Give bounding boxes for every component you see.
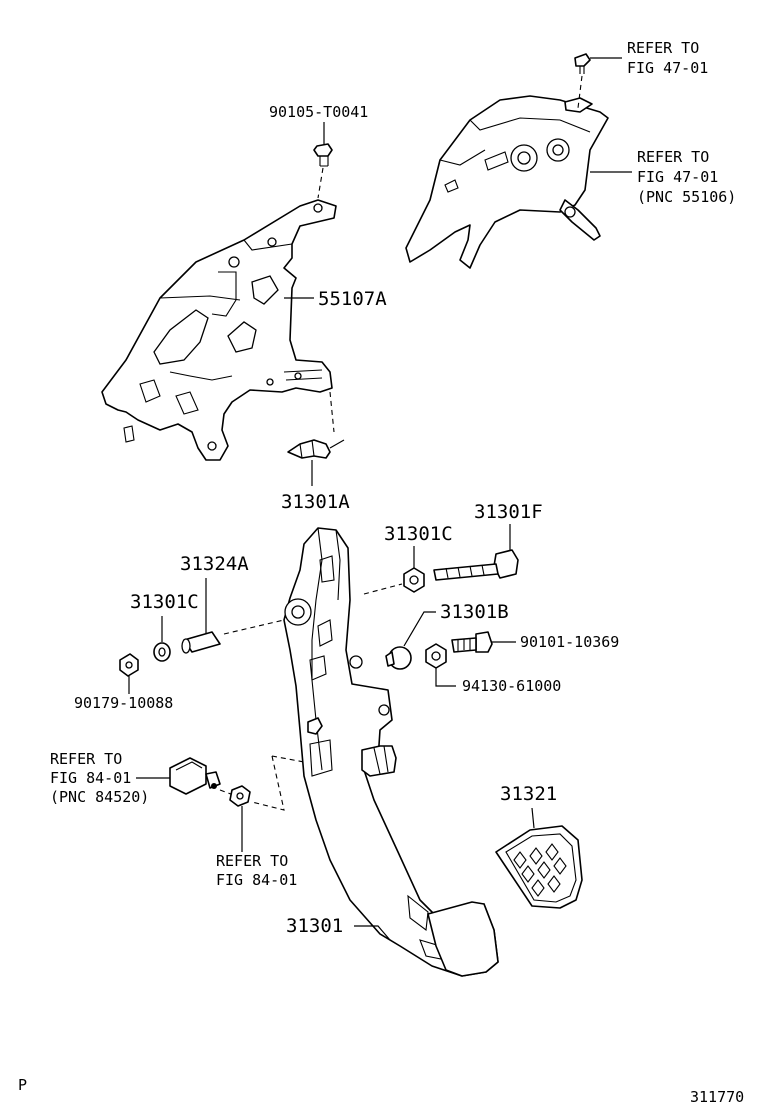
leader-31301	[354, 925, 391, 941]
label-refer-nut-2: FIG 84-01	[216, 871, 297, 889]
label-refer-nut-1: REFER TO	[216, 852, 288, 870]
label-31301c-left: 31301C	[130, 591, 199, 613]
label-31301c-right: 31301C	[384, 523, 453, 545]
dash-31324a	[223, 619, 285, 635]
label-31301a: 31301A	[281, 491, 350, 513]
dash-55107a	[329, 391, 335, 433]
label-refer-top-a-2: FIG 47-01	[627, 59, 708, 77]
nut-84	[229, 785, 251, 807]
nut-90179	[119, 653, 139, 677]
bolt-90105	[313, 143, 333, 167]
label-refer-top-b-3: (PNC 55106)	[637, 188, 736, 206]
label-31301b: 31301B	[440, 601, 509, 623]
label-refer-switch-2: FIG 84-01	[50, 769, 131, 787]
dash-31301c-right	[363, 583, 403, 595]
leader-31301b	[403, 611, 436, 647]
pad-31321	[495, 825, 583, 909]
nut-94130	[425, 643, 447, 669]
pedal-31301	[283, 527, 499, 977]
bolt-31301f	[433, 549, 519, 581]
nut-31301c-right	[403, 567, 425, 593]
label-refer-top-b-1: REFER TO	[637, 148, 709, 166]
corner-mark: P	[18, 1076, 27, 1094]
stop-lamp-switch	[169, 757, 221, 795]
label-55107a: 55107A	[318, 288, 387, 310]
washer-31301c-left	[153, 642, 171, 662]
bracket-55107a	[101, 199, 337, 461]
dash-nut-84	[251, 755, 305, 811]
label-31324a: 31324A	[180, 553, 249, 575]
label-31301f: 31301F	[474, 501, 543, 523]
label-refer-top-b-2: FIG 47-01	[637, 168, 718, 186]
label-31321: 31321	[500, 783, 557, 805]
leader-94130	[435, 668, 456, 687]
top-bolt-47	[574, 53, 591, 74]
label-90101: 90101-10369	[520, 633, 619, 651]
label-94130: 94130-61000	[462, 677, 561, 695]
label-refer-switch-1: REFER TO	[50, 750, 122, 768]
leader-31321	[531, 807, 535, 829]
label-refer-switch-3: (PNC 84520)	[50, 788, 149, 806]
label-31301: 31301	[286, 915, 343, 937]
bolt-90101	[451, 631, 493, 653]
figure-code: 311770	[690, 1088, 744, 1106]
label-90179: 90179-10088	[74, 694, 173, 712]
label-refer-top-a-1: REFER TO	[627, 39, 699, 57]
stopper-31301a	[287, 439, 345, 459]
dash-90105	[317, 167, 324, 199]
collar-31324a	[181, 631, 221, 654]
upper-right-bracket	[405, 95, 609, 269]
dash-switch	[219, 789, 237, 797]
stopper-31301b	[385, 646, 412, 670]
label-90105: 90105-T0041	[269, 103, 368, 121]
